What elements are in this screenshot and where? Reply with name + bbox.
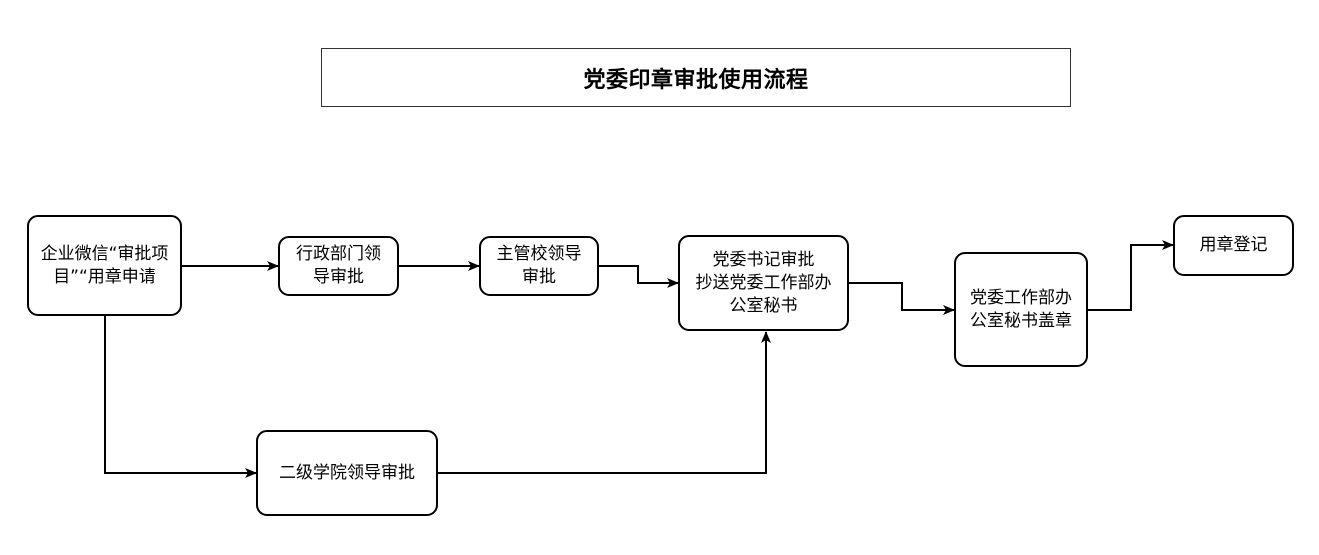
node-admin-dept: 行政部门领 导审批 xyxy=(278,236,399,296)
node-register-label: 用章登记 xyxy=(1199,235,1268,255)
arrow-college-to-secretary xyxy=(438,331,771,474)
arrow-supervisor-to-secretary xyxy=(599,265,679,288)
node-secretary-line-2: 抄送党委工作部办 xyxy=(695,272,832,293)
node-admin-dept-line-2: 导审批 xyxy=(313,267,364,287)
node-college-label: 二级学院领导审批 xyxy=(279,462,415,483)
node-supervisor-line-2: 审批 xyxy=(522,267,556,287)
node-secretary: 党委书记审批 抄送党委工作部办 公室秘书 xyxy=(678,235,849,331)
node-apply: 企业微信“审批项 目”“用章申请 xyxy=(27,215,182,316)
arrow-secretary-to-stamp xyxy=(849,282,955,315)
arrow-apply-to-college xyxy=(104,316,257,478)
diagram-title: 党委印章审批使用流程 xyxy=(583,67,809,93)
node-stamp-line-2: 公室秘书盖章 xyxy=(970,310,1072,331)
node-admin-dept-line-1: 行政部门领 xyxy=(296,244,381,264)
node-college: 二级学院领导审批 xyxy=(256,430,438,516)
node-stamp-line-1: 党委工作部办 xyxy=(970,287,1072,308)
node-apply-line-1: 企业微信“审批项 xyxy=(40,243,169,264)
node-supervisor-line-1: 主管校领导 xyxy=(496,244,582,264)
node-secretary-line-1: 党委书记审批 xyxy=(712,249,815,270)
node-stamp: 党委工作部办 公室秘书盖章 xyxy=(954,252,1088,367)
node-apply-line-2: 目”“用章申请 xyxy=(53,266,156,287)
node-register: 用章登记 xyxy=(1173,215,1294,276)
arrow-stamp-to-register xyxy=(1088,240,1174,311)
diagram-title-box: 党委印章审批使用流程 xyxy=(321,48,1071,107)
node-secretary-line-3: 公室秘书 xyxy=(729,295,798,316)
node-supervisor: 主管校领导 审批 xyxy=(479,236,599,296)
